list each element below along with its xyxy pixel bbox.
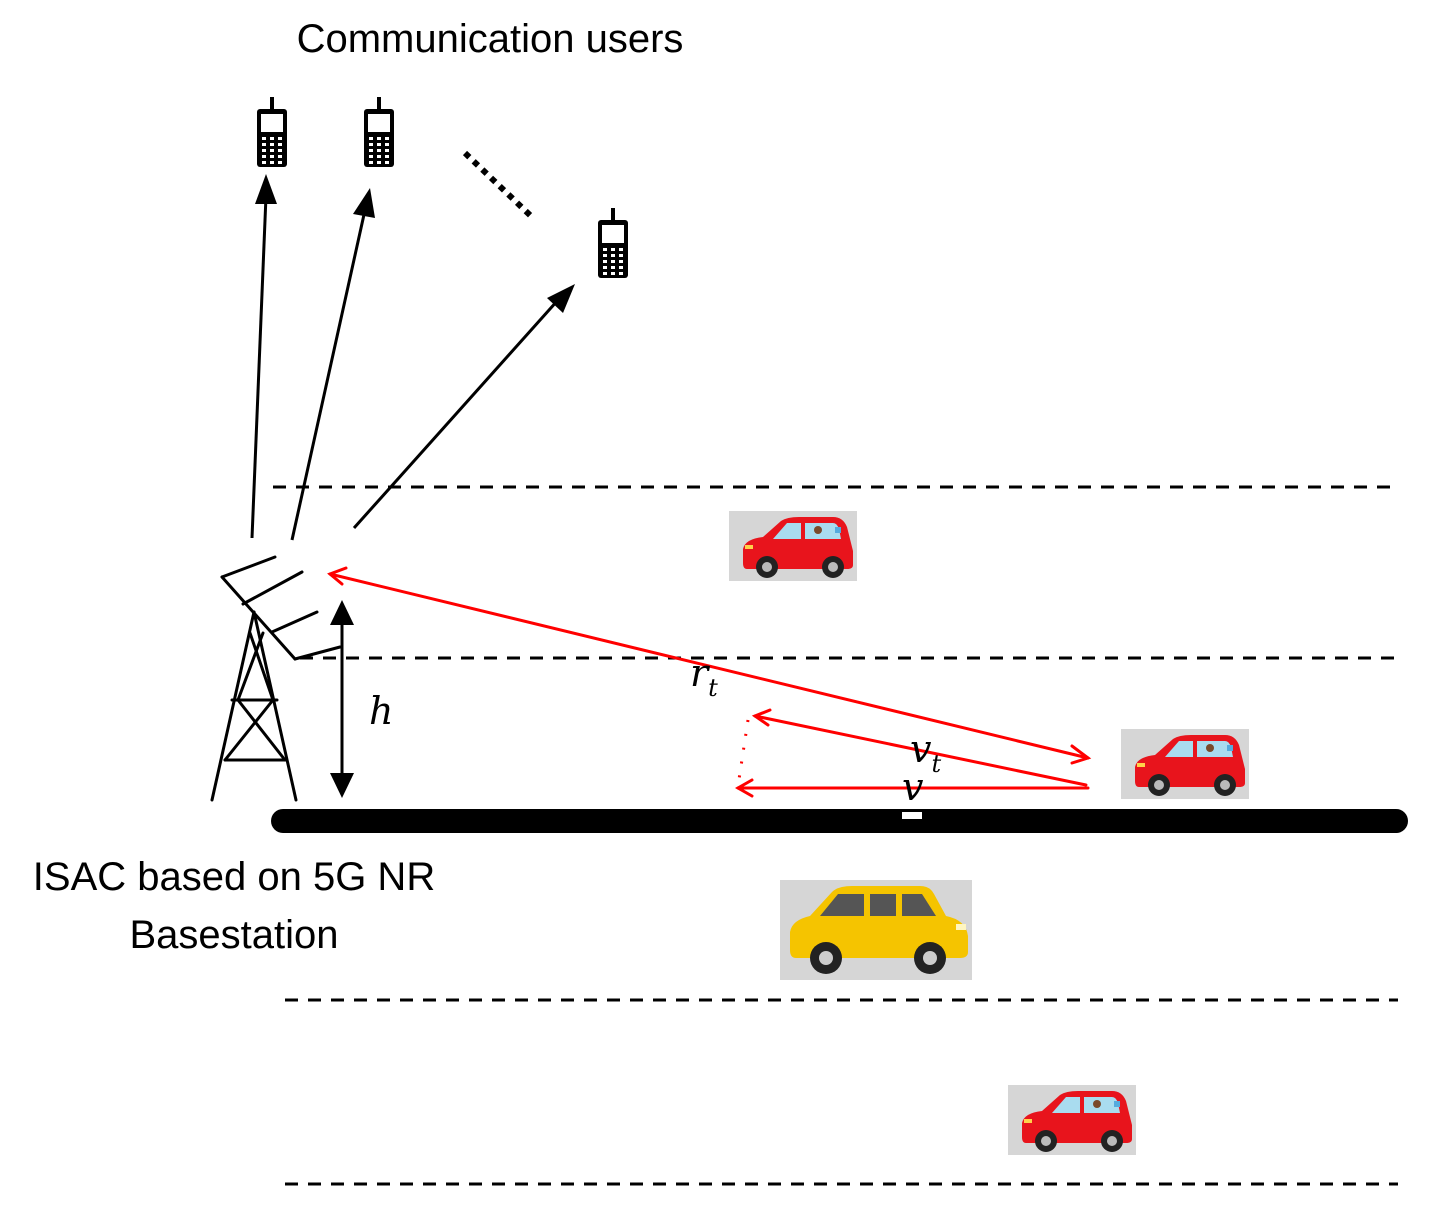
range-label: rt: [690, 651, 718, 702]
road-gap: [902, 812, 922, 819]
more-users-ellipsis: [462, 150, 536, 221]
basestation-label-line2: Basestation: [129, 913, 338, 957]
height-label: h: [369, 689, 393, 733]
range-arrow: [327, 566, 1092, 765]
angle-indicator: [736, 719, 750, 787]
basestation-label-line1: ISAC based on 5G NR: [33, 855, 435, 899]
car-icon: [729, 511, 857, 581]
target-velocity-arrow: [751, 708, 1088, 787]
height-arrow: [330, 600, 354, 798]
phone-icon: [257, 97, 287, 167]
antenna-tower-icon: [210, 555, 342, 802]
lane-markings: [273, 485, 1400, 1186]
velocity-arrow: [734, 778, 1090, 798]
target-velocity-label: vt: [910, 727, 941, 778]
phone-icon: [364, 97, 394, 167]
car-icon: [1121, 729, 1249, 799]
phone-icon: [598, 208, 628, 278]
car-icon: [780, 880, 972, 980]
velocity-label: v: [902, 765, 924, 809]
diagram-title: Communication users: [297, 17, 684, 61]
communication-links: [250, 174, 575, 541]
car-icon: [1008, 1085, 1136, 1155]
